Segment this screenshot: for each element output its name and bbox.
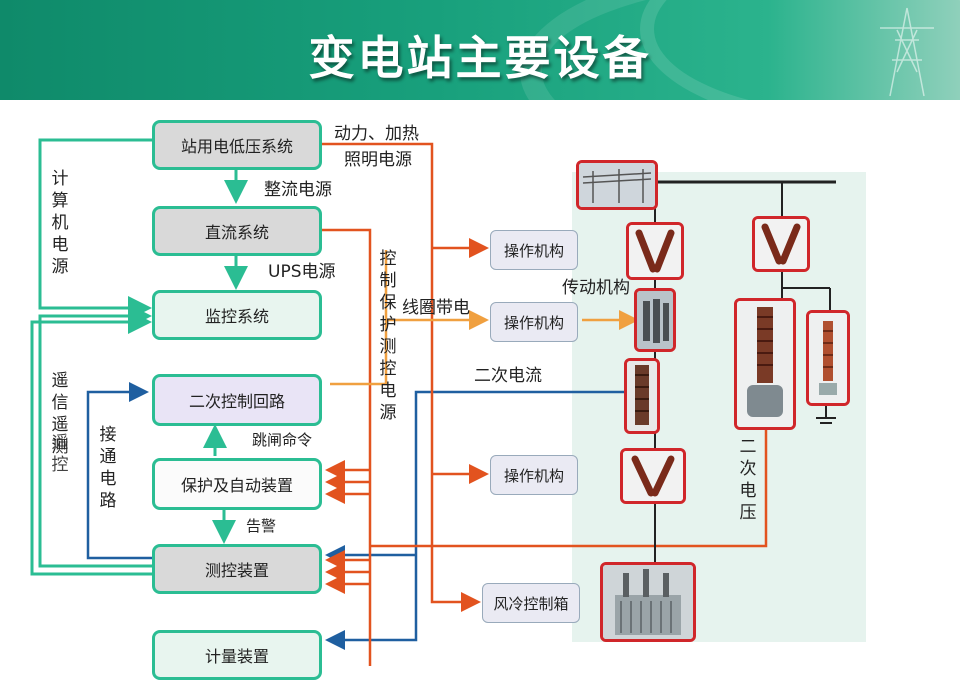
operating-mechanism-label: 操作机构: [503, 466, 564, 485]
metering-device-box: 计量装置: [152, 630, 322, 680]
dc-system-label: 直流系统: [204, 223, 269, 242]
voltage-transformer-image: [734, 298, 796, 430]
fan-control-box: 风冷控制箱: [482, 583, 580, 623]
page-title: 变电站主要设备: [308, 31, 652, 85]
surge-arrester-image: [806, 310, 850, 406]
monitoring-system-label: 监控系统: [204, 307, 269, 326]
metering-device-label: 计量装置: [204, 647, 269, 666]
monitoring-system-box: 监控系统: [152, 290, 322, 340]
trip-command-label: 跳闸命令: [252, 431, 313, 449]
substation-bus-image: [576, 160, 658, 210]
surge-arrester-icon: [809, 313, 847, 403]
current-transformer-image: [624, 358, 660, 434]
current-transformer-icon: [627, 361, 657, 431]
power-heating-label: 动力、加热: [334, 124, 419, 144]
remote-signal-label: 遥信遥测: [51, 371, 69, 457]
circuit-breaker-image: [634, 288, 676, 352]
fan-control-label: 风冷控制箱: [493, 594, 569, 613]
protection-device-label: 保护及自动装置: [180, 476, 293, 495]
secondary-voltage-label: 二次电压: [739, 437, 757, 523]
lighting-power-label: 照明电源: [344, 150, 412, 170]
disconnect-switch-icon: [623, 451, 683, 501]
disconnect-switch-image: [752, 216, 810, 272]
dc-system-box: 直流系统: [152, 206, 322, 256]
measure-control-device-box: 测控装置: [152, 544, 322, 594]
computer-power-label: 计算机电源: [51, 169, 69, 277]
substation-bus-icon: [579, 163, 655, 207]
voltage-transformer-icon: [737, 301, 793, 427]
secondary-control-circuit-label: 二次控制回路: [188, 392, 285, 411]
disconnect-switch-image: [620, 448, 686, 504]
alarm-label: 告警: [246, 517, 277, 535]
disconnect-switch-icon: [755, 219, 807, 269]
secondary-control-circuit-box: 二次控制回路: [152, 374, 322, 426]
remote-control-label: 遥控: [51, 433, 69, 475]
coil-energized-label: 线圈带电: [402, 298, 470, 318]
station-lv-system-label: 站用电低压系统: [180, 137, 293, 156]
operating-mechanism-box: 操作机构: [490, 230, 578, 270]
main-transformer-image: [600, 562, 696, 642]
control-protection-power-label: 控制保护测控电源: [379, 249, 397, 423]
disconnect-switch-image: [626, 222, 684, 280]
secondary-current-label: 二次电流: [474, 366, 542, 386]
transmission-mechanism-label: 传动机构: [562, 278, 630, 298]
station-lv-system-box: 站用电低压系统: [152, 120, 322, 170]
measure-control-device-label: 测控装置: [204, 561, 269, 580]
operating-mechanism-box: 操作机构: [490, 455, 578, 495]
rectifier-power-label: 整流电源: [264, 180, 332, 200]
operating-mechanism-label: 操作机构: [503, 313, 564, 332]
power-tower-icon: [880, 7, 934, 97]
protection-device-box: 保护及自动装置: [152, 458, 322, 510]
main-transformer-icon: [603, 565, 693, 639]
disconnect-switch-icon: [629, 225, 681, 277]
operating-mechanism-label: 操作机构: [503, 241, 564, 260]
title-banner: 变电站主要设备: [0, 0, 960, 100]
ups-power-label: UPS电源: [268, 262, 336, 282]
circuit-breaker-icon: [637, 291, 673, 349]
connect-circuit-label: 接通电路: [99, 425, 117, 511]
connection-lines: [30, 138, 836, 666]
operating-mechanism-box: 操作机构: [490, 302, 578, 342]
